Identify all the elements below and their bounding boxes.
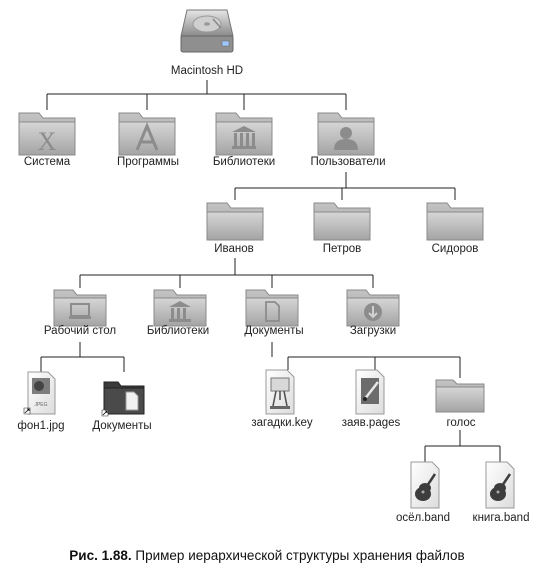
downloads-folder-icon	[346, 289, 400, 327]
library-folder-icon	[153, 289, 207, 327]
node-label-applications: Программы	[116, 156, 180, 168]
node-label-library: Библиотеки	[212, 156, 276, 168]
node-label-user-library: Библиотеки	[146, 325, 210, 337]
svg-text:JPEG: JPEG	[34, 402, 47, 408]
node-label-sidorov: Сидоров	[431, 243, 479, 255]
folder-icon	[426, 202, 484, 241]
file-label-band-2: книга.band	[472, 512, 530, 524]
pages-file-icon	[355, 369, 385, 415]
jpeg-file-icon: JPEG	[23, 371, 56, 415]
applications-folder-icon	[118, 112, 176, 156]
file-label-key: загадки.key	[251, 417, 313, 429]
keynote-file-icon	[265, 369, 295, 415]
node-label-documents: Документы	[244, 325, 304, 337]
figure-caption: Рис. 1.88. Пример иерархической структур…	[0, 548, 534, 563]
folder-icon	[313, 202, 371, 241]
file-label-pages: заяв.pages	[341, 417, 401, 429]
folder-icon	[435, 379, 485, 413]
system-folder-icon: X	[18, 112, 76, 156]
file-label-documents-alias: Документы	[92, 420, 152, 432]
garageband-file-icon	[410, 461, 440, 509]
home-folder-icon	[206, 202, 264, 241]
figure-caption-text: Пример иерархической структуры хранения …	[135, 548, 465, 563]
node-label-system: Система	[23, 156, 71, 168]
node-label-desktop: Рабочий стол	[43, 325, 117, 337]
root-label: Macintosh HD	[170, 65, 244, 77]
connector-lines	[40, 80, 501, 462]
node-label-ivanov: Иванов	[214, 243, 254, 255]
node-label-downloads: Загрузки	[349, 325, 397, 337]
users-folder-icon	[317, 112, 375, 156]
garageband-file-icon	[485, 461, 515, 509]
library-folder-icon	[215, 112, 273, 156]
svg-text:X: X	[38, 127, 57, 156]
file-label-jpg: фон1.jpg	[17, 420, 65, 432]
node-label-users: Пользователи	[310, 156, 386, 168]
documents-folder-icon	[245, 289, 299, 327]
figure-number: Рис. 1.88.	[69, 548, 132, 563]
alias-documents-icon	[101, 381, 145, 417]
file-label-band-1: осёл.band	[395, 512, 451, 524]
node-label-petrov: Петров	[322, 243, 362, 255]
hard-drive-icon	[180, 9, 234, 53]
node-label-golos: голос	[446, 417, 476, 429]
desktop-folder-icon	[53, 289, 107, 327]
